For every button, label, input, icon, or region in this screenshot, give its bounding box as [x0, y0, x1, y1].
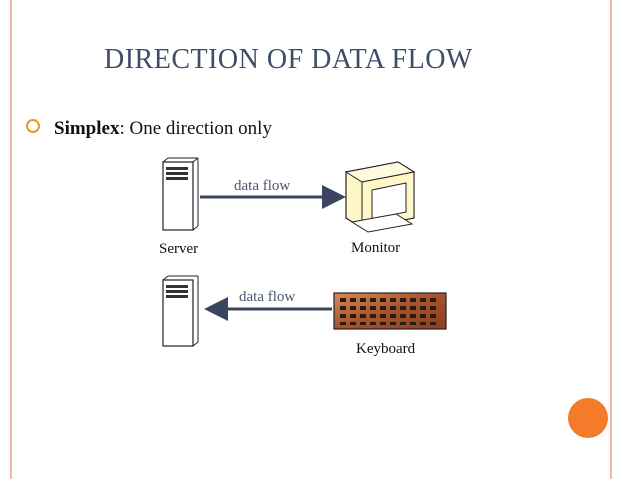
right-border-line [610, 0, 612, 479]
bullet-term: Simplex [54, 118, 120, 139]
monitor-label: Monitor [351, 240, 401, 256]
keyboard-icon [333, 292, 447, 330]
keyboard-label: Keyboard [356, 341, 416, 357]
server-label: Server [159, 241, 199, 257]
left-border-line [10, 0, 12, 479]
flow-label-top: data flow [234, 178, 291, 194]
bullet-ring-icon [26, 119, 40, 133]
decorative-orange-circle [568, 398, 608, 438]
slide-title: DIRECTION OF DATA FLOW [104, 44, 473, 75]
monitor-icon [344, 161, 416, 233]
flow-label-bottom: data flow [239, 289, 296, 305]
bullet-text: : One direction only [119, 118, 272, 139]
bullet-simplex: Simplex: One direction only [26, 118, 272, 140]
server-icon-top [162, 157, 199, 231]
server-icon-bottom [162, 275, 199, 347]
